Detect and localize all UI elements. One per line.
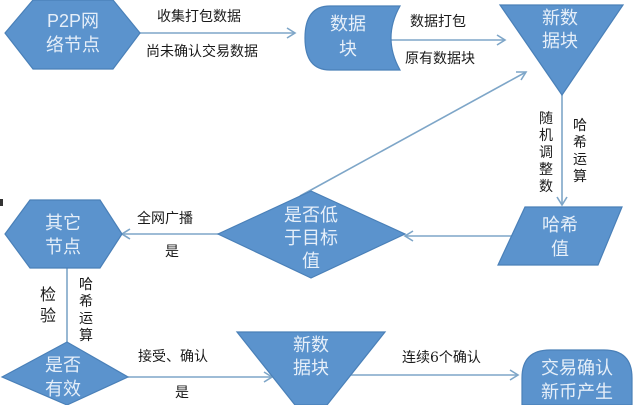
edge-label-collect-pack: 收集打包数据 (157, 8, 241, 25)
edge-label-hash-op-right: 哈 希 运 算 (573, 118, 587, 185)
vertical-char: 验 (40, 306, 56, 325)
vertical-char: 机 (539, 128, 553, 144)
arrowhead-icon (516, 71, 528, 81)
edge-label-original-block: 原有数据块 (405, 51, 475, 67)
edge-label-six-confirm: 连续6个确认 (402, 349, 481, 366)
edge-label-broadcast: 全网广播 (137, 210, 193, 227)
node-label-line: 交易确认 (541, 358, 613, 379)
arrowhead-icon (286, 27, 297, 39)
node-label-line: 其它 (45, 213, 81, 234)
node-label-line: 值 (551, 239, 569, 260)
node-label-line: 值 (302, 251, 320, 272)
vertical-char: 希 (573, 135, 587, 151)
node-new-block-top: 新数 据块 (498, 4, 625, 97)
stored-data-shape (304, 5, 402, 71)
node-p2p-network: P2P网 络节点 (4, 0, 141, 70)
node-data-block: 数据 块 (304, 5, 402, 71)
vertical-char: 哈 (79, 277, 93, 293)
edge-label-yes-broadcast: 是 (165, 244, 179, 260)
node-label-line: 哈希 (542, 215, 578, 236)
node-label-line: 有效 (45, 379, 81, 400)
vertical-char: 算 (79, 328, 93, 344)
vertical-char: 算 (573, 169, 587, 185)
edge-label-yes-accept: 是 (175, 385, 189, 401)
node-label-line: 据块 (542, 31, 578, 52)
vertical-char: 运 (79, 311, 93, 327)
node-other-nodes: 其它 节点 (4, 199, 123, 269)
edge-label-accept-confirm: 接受、确认 (138, 348, 208, 365)
node-label-line: 是否 (45, 355, 81, 376)
vertical-char: 检 (40, 285, 56, 304)
node-hash-value: 哈希 值 (497, 206, 623, 266)
node-label-line: 节点 (45, 237, 81, 258)
node-confirm-terminal: 交易确认 新币产生 (521, 349, 633, 405)
decision-diamond-shape (0, 341, 130, 405)
hexagon-shape (4, 0, 141, 70)
vertical-char: 希 (79, 294, 93, 310)
edge-label-hash-op-left: 哈 希 运 算 (79, 277, 93, 344)
node-is-valid-decision: 是否 有效 (0, 341, 130, 405)
edge-mark (0, 199, 3, 206)
parallelogram-shape (497, 206, 623, 266)
node-new-block-bottom: 新数 据块 (235, 331, 387, 405)
edge-label-random-adjust: 随 机 调 整 数 (539, 111, 553, 195)
node-label-line: 是否低 (284, 205, 338, 226)
node-label-line: 络节点 (46, 35, 100, 55)
arrowhead-icon (556, 196, 568, 207)
node-label-line: 数据 (330, 14, 366, 35)
edge-label-data-pack: 数据打包 (410, 13, 466, 30)
arrowhead-icon (403, 230, 414, 242)
node-label-line: 新数 (293, 335, 329, 356)
arrowhead-icon (509, 369, 520, 381)
node-label-line: 据块 (293, 358, 329, 379)
node-label-line: 新数 (542, 8, 578, 29)
node-label-line: 新币产生 (541, 382, 613, 403)
vertical-char: 数 (539, 179, 553, 195)
merge-triangle-shape (498, 4, 625, 97)
vertical-char: 调 (539, 145, 553, 161)
decision-diamond-shape (216, 190, 407, 279)
terminator-shape (521, 349, 633, 405)
merge-triangle-shape (235, 331, 387, 405)
node-below-target-decision: 是否低 于目标 值 (216, 190, 407, 279)
hexagon-shape (4, 199, 123, 269)
node-label-line: 于目标 (284, 228, 338, 249)
node-label-line: P2P网 (47, 11, 99, 31)
arrowhead-icon (496, 34, 507, 46)
vertical-char: 整 (539, 162, 553, 178)
vertical-char: 哈 (573, 118, 587, 134)
edge-decision-to-new-block (299, 71, 527, 197)
edge-label-verify: 检 验 (40, 285, 56, 325)
edge-label-unconfirmed-tx: 尚未确认交易数据 (146, 43, 258, 60)
vertical-char: 运 (573, 152, 587, 168)
vertical-char: 随 (539, 111, 553, 127)
node-label-line: 块 (339, 39, 357, 60)
